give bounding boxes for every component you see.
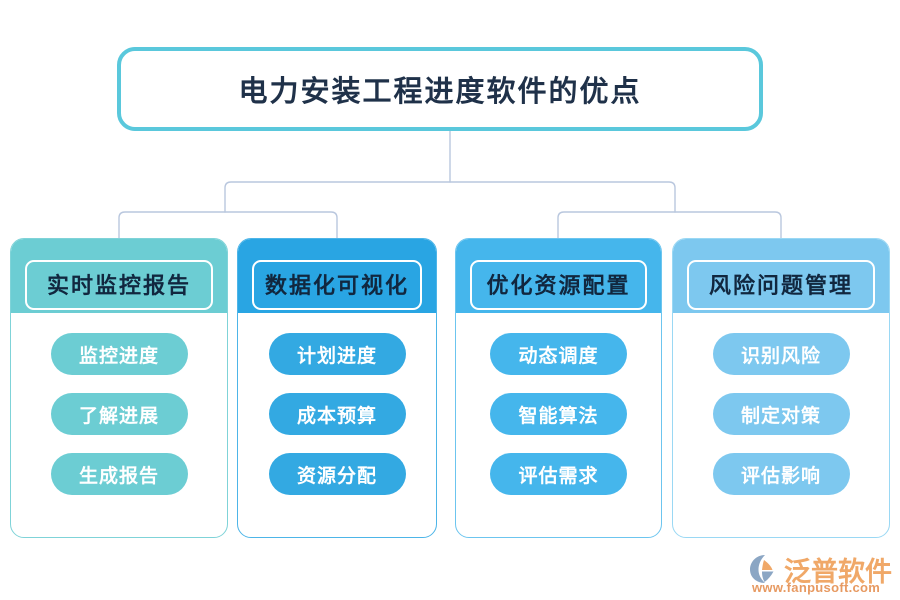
- connector-left-b: [224, 211, 338, 239]
- branch-card-4[interactable]: 风险问题管理 识别风险 制定对策 评估影响: [672, 238, 890, 538]
- fanpu-swoosh-icon: [750, 555, 774, 583]
- branch-card-2-item-2-label: 成本预算: [296, 405, 377, 427]
- connector-top-right: [449, 181, 676, 213]
- branch-card-2-body: 计划进度 成本预算 资源分配: [238, 313, 436, 495]
- branch-card-1-item-3-label: 生成报告: [78, 465, 159, 487]
- branch-card-1-item-3[interactable]: 生成报告: [50, 453, 188, 495]
- branch-card-2-header-label: 数据化可视化: [264, 273, 409, 298]
- branch-card-3-item-2[interactable]: 智能算法: [490, 393, 627, 435]
- branch-card-4-header-label: 风险问题管理: [708, 273, 853, 298]
- branch-card-3-item-1-label: 动态调度: [518, 345, 599, 367]
- branch-card-3-item-1[interactable]: 动态调度: [490, 333, 627, 375]
- branch-card-1[interactable]: 实时监控报告 监控进度 了解进展 生成报告: [10, 238, 228, 538]
- branch-card-1-item-1-label: 监控进度: [78, 345, 159, 367]
- branch-card-4-item-2-label: 制定对策: [740, 405, 821, 427]
- branch-card-4-item-3-label: 评估影响: [740, 465, 821, 487]
- branch-card-3-item-3-label: 评估需求: [518, 465, 599, 487]
- branch-card-1-body: 监控进度 了解进展 生成报告: [11, 313, 227, 495]
- branch-card-2[interactable]: 数据化可视化 计划进度 成本预算 资源分配: [237, 238, 437, 538]
- diagram-title-box: 电力安装工程进度软件的优点: [117, 47, 763, 131]
- connector-right-a: [557, 211, 676, 239]
- connector-top-left: [224, 181, 451, 213]
- branch-card-1-item-2-label: 了解进展: [78, 405, 159, 427]
- branch-card-4-body: 识别风险 制定对策 评估影响: [673, 313, 889, 495]
- branch-card-1-top: 实时监控报告: [11, 239, 227, 313]
- branch-card-1-item-2[interactable]: 了解进展: [50, 393, 188, 435]
- logo-name: 泛普软件: [784, 557, 892, 587]
- branch-card-2-item-1-label: 计划进度: [296, 345, 377, 367]
- branch-card-3-header: 优化资源配置: [470, 260, 647, 310]
- branch-card-2-top: 数据化可视化: [238, 239, 436, 313]
- branch-card-3-header-label: 优化资源配置: [486, 273, 631, 298]
- branch-card-2-item-2[interactable]: 成本预算: [268, 393, 406, 435]
- branch-card-4-item-2[interactable]: 制定对策: [712, 393, 850, 435]
- branch-card-1-header-label: 实时监控报告: [46, 273, 191, 298]
- branch-card-1-header: 实时监控报告: [25, 260, 213, 310]
- branch-card-4-item-3[interactable]: 评估影响: [712, 453, 850, 495]
- branch-card-4-item-1-label: 识别风险: [740, 345, 821, 367]
- branch-card-2-header: 数据化可视化: [252, 260, 422, 310]
- branch-card-2-item-3[interactable]: 资源分配: [268, 453, 406, 495]
- watermark-logo: 泛普软件 www.fanpusoft.com: [748, 552, 894, 596]
- branch-card-2-item-3-label: 资源分配: [296, 465, 377, 487]
- logo-url: www.fanpusoft.com: [752, 580, 881, 595]
- branch-card-3[interactable]: 优化资源配置 动态调度 智能算法 评估需求: [455, 238, 662, 538]
- branch-card-2-item-1[interactable]: 计划进度: [268, 333, 406, 375]
- branch-card-4-item-1[interactable]: 识别风险: [712, 333, 850, 375]
- branch-card-1-item-1[interactable]: 监控进度: [50, 333, 188, 375]
- connector-left-a: [118, 211, 226, 239]
- diagram-title: 电力安装工程进度软件的优点: [238, 76, 642, 108]
- branch-card-4-header: 风险问题管理: [687, 260, 875, 310]
- branch-card-4-top: 风险问题管理: [673, 239, 889, 313]
- branch-card-3-top: 优化资源配置: [456, 239, 661, 313]
- connector-right-b: [674, 211, 782, 239]
- branch-card-3-item-2-label: 智能算法: [518, 405, 599, 427]
- branch-card-3-item-3[interactable]: 评估需求: [490, 453, 627, 495]
- branch-card-3-body: 动态调度 智能算法 评估需求: [456, 313, 661, 495]
